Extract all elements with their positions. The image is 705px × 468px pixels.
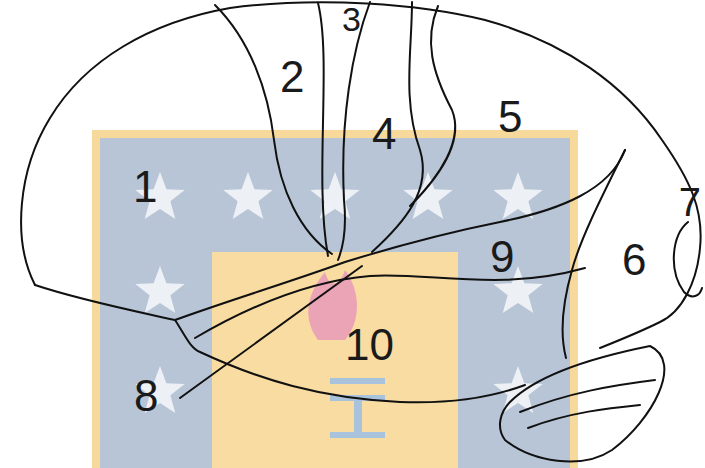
sulcus-line bbox=[318, 3, 328, 256]
sulcus-line bbox=[338, 2, 370, 260]
sulcus-line bbox=[410, 6, 455, 206]
callout-number: 2 bbox=[280, 55, 304, 99]
watermark-bar bbox=[330, 378, 385, 384]
callout-number: 4 bbox=[372, 112, 396, 156]
callout-number: 1 bbox=[133, 165, 157, 209]
callout-number: 6 bbox=[622, 238, 646, 282]
watermark-star bbox=[223, 172, 272, 219]
sulcus-line bbox=[175, 150, 625, 320]
sulcus-line bbox=[563, 150, 625, 358]
watermark-star bbox=[493, 172, 542, 219]
brain-outline bbox=[35, 285, 525, 402]
watermark-star bbox=[310, 172, 359, 219]
sulcus-line bbox=[372, 2, 423, 252]
sulcus-line bbox=[674, 222, 702, 296]
callout-number: 10 bbox=[345, 323, 394, 367]
callout-number: 8 bbox=[134, 374, 158, 418]
watermark-bar bbox=[330, 432, 385, 438]
watermark-border bbox=[92, 130, 578, 468]
watermark-star bbox=[135, 266, 184, 313]
callout-number: 3 bbox=[342, 2, 361, 36]
watermark-bar bbox=[354, 400, 362, 436]
brain-outline bbox=[21, 2, 701, 348]
leader-line bbox=[180, 266, 362, 398]
cerebellum-fold bbox=[520, 380, 655, 412]
callout-number: 7 bbox=[679, 182, 701, 222]
cerebellum-outline bbox=[500, 346, 664, 461]
cerebellum-fold bbox=[528, 405, 640, 428]
callout-number: 9 bbox=[490, 235, 514, 279]
callout-number: 5 bbox=[498, 95, 522, 139]
watermark-star bbox=[403, 172, 452, 219]
sulcus-line bbox=[215, 5, 332, 254]
watermark-field bbox=[100, 138, 570, 468]
